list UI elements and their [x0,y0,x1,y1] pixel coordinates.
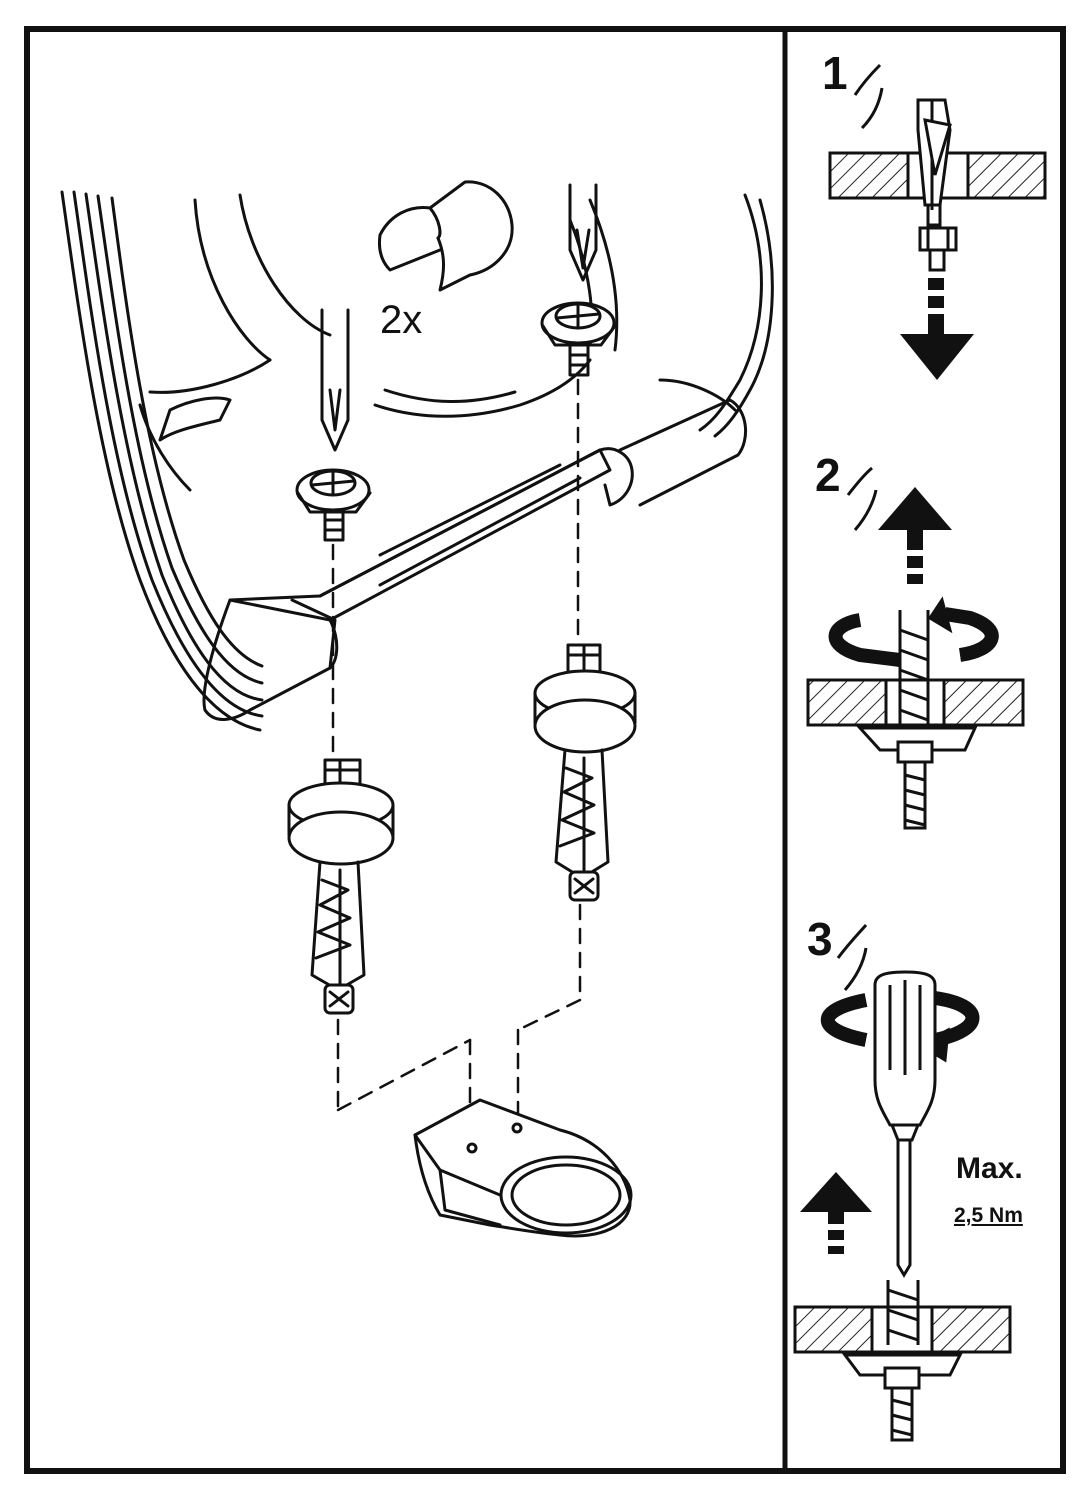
seat-rim [60,190,774,732]
step2-diagram [806,466,1025,830]
step1-number: 1 [822,47,848,99]
left-anchor [287,758,395,1015]
step1-arrow-down [900,278,974,380]
step3-number: 3 [807,913,833,965]
step3-diagram [793,924,1012,1442]
step2-rotate-icon [828,607,999,667]
step3-rotate-icon [821,991,980,1047]
step2-number: 2 [815,449,841,501]
cover-cap [378,180,514,292]
quantity-label: 2x [380,298,423,342]
toilet-bowl [413,1098,633,1238]
hinge-bar [202,398,748,721]
max-torque-label: Max. [956,1152,1023,1185]
step3-arrow-up [800,1172,872,1254]
step2-arrow-up [878,487,952,584]
torque-value: 2,5 Nm [954,1204,1023,1227]
main-illustration [60,180,774,1238]
left-screw [295,468,372,542]
screwdriver-tips [320,183,598,452]
right-anchor [533,643,637,902]
right-screw [540,301,617,377]
outer-frame [24,26,1066,1474]
step1-diagram [828,63,1047,272]
